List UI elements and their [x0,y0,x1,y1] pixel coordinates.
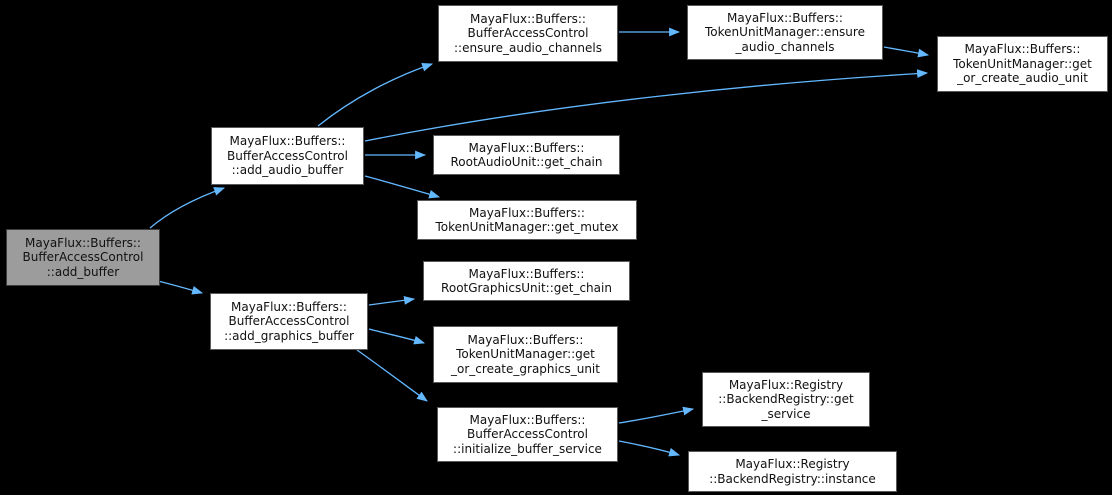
node-get-or-create-audio-unit[interactable]: MayaFlux::Buffers:: TokenUnitManager::ge… [937,36,1108,92]
edge-add_buffer-add_graphics_buffer [157,280,204,295]
edge-add_graphics_buffer-root_graphics_get_chain [368,296,416,306]
node-add-buffer[interactable]: MayaFlux::Buffers:: BufferAccessControl … [6,229,160,286]
edge-add_audio_buffer-get_or_create_audio_unit [364,69,929,142]
edge-add_graphics_buffer-initialize_buffer_service [356,349,428,402]
edge-initialize_buffer_service-registry_get_service [618,406,695,424]
edge-initialize_buffer_service-registry_instance [618,440,681,457]
node-bac-ensure-audio-channels[interactable]: MayaFlux::Buffers:: BufferAccessControl … [438,5,618,62]
node-root-graphics-unit-get-chain[interactable]: MayaFlux::Buffers:: RootGraphicsUnit::ge… [423,261,630,301]
node-tum-ensure-audio-channels[interactable]: MayaFlux::Buffers:: TokenUnitManager::en… [687,5,883,60]
node-backend-registry-get-service[interactable]: MayaFlux::Registry ::BackendRegistry::ge… [702,372,870,427]
edge-add_buffer-add_audio_buffer [149,187,226,229]
node-backend-registry-instance[interactable]: MayaFlux::Registry ::BackendRegistry::in… [688,451,897,492]
node-root-audio-unit-get-chain[interactable]: MayaFlux::Buffers:: RootAudioUnit::get_c… [433,135,620,175]
node-add-graphics-buffer[interactable]: MayaFlux::Buffers:: BufferAccessControl … [210,293,368,350]
node-add-audio-buffer[interactable]: MayaFlux::Buffers:: BufferAccessControl … [211,127,364,185]
edge-add_audio_buffer-bac_ensure_audio_channels [317,63,434,127]
edge-add_audio_buffer-get_mutex [364,175,441,199]
edge-add_graphics_buffer-get_or_create_graphics_unit [368,328,426,345]
node-initialize-buffer-service[interactable]: MayaFlux::Buffers:: BufferAccessControl … [437,407,618,462]
node-get-or-create-graphics-unit[interactable]: MayaFlux::Buffers:: TokenUnitManager::ge… [433,326,618,383]
edge-tum_ensure-get_or_create_audio_unit [883,46,930,58]
node-get-mutex[interactable]: MayaFlux::Buffers:: TokenUnitManager::ge… [417,200,637,240]
